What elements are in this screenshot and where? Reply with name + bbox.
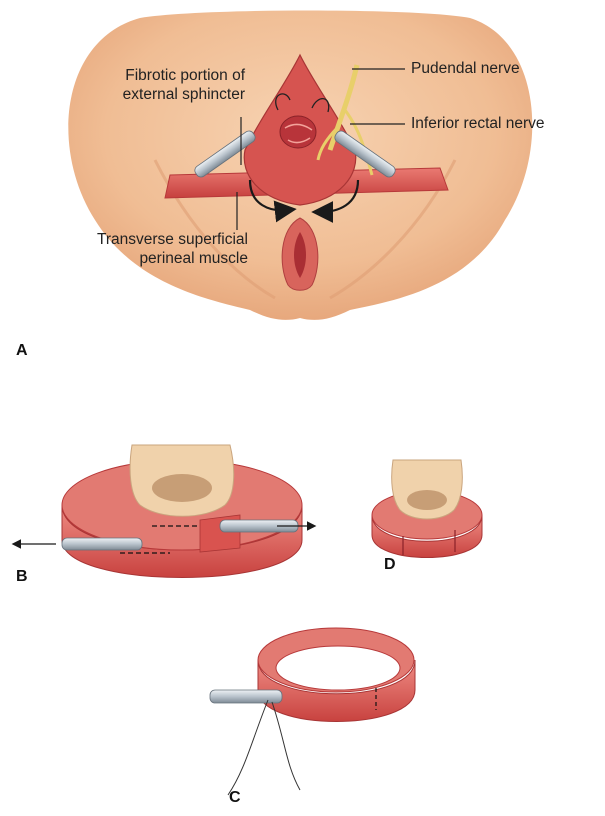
panel-letter-b: B	[16, 568, 28, 586]
panel-letter-c: C	[229, 789, 241, 807]
label-transverse-line2: perineal muscle	[34, 249, 248, 268]
clamp-b-left	[62, 538, 142, 550]
label-fibrotic-line2: external sphincter	[89, 85, 245, 104]
rectal-lumen-d	[407, 490, 447, 510]
rectal-stump-d	[392, 460, 463, 519]
label-transverse-line1: Transverse superficial	[34, 230, 248, 249]
panel-letter-d: D	[384, 556, 396, 574]
panel-d-repaired-ring	[372, 460, 482, 558]
label-pudendal-nerve: Pudendal nerve	[411, 59, 520, 78]
panel-a-perineum	[68, 11, 532, 320]
rectal-lumen-b	[152, 474, 212, 502]
panel-c-ring-repair	[210, 628, 415, 795]
panel-b-sphincter-ring	[14, 445, 314, 578]
clamp-c	[210, 690, 282, 703]
ring-c-inner	[276, 646, 400, 690]
label-inferior-rectal-nerve: Inferior rectal nerve	[411, 114, 545, 133]
panel-letter-a: A	[16, 342, 28, 360]
label-fibrotic-line1: Fibrotic portion of	[89, 66, 245, 85]
